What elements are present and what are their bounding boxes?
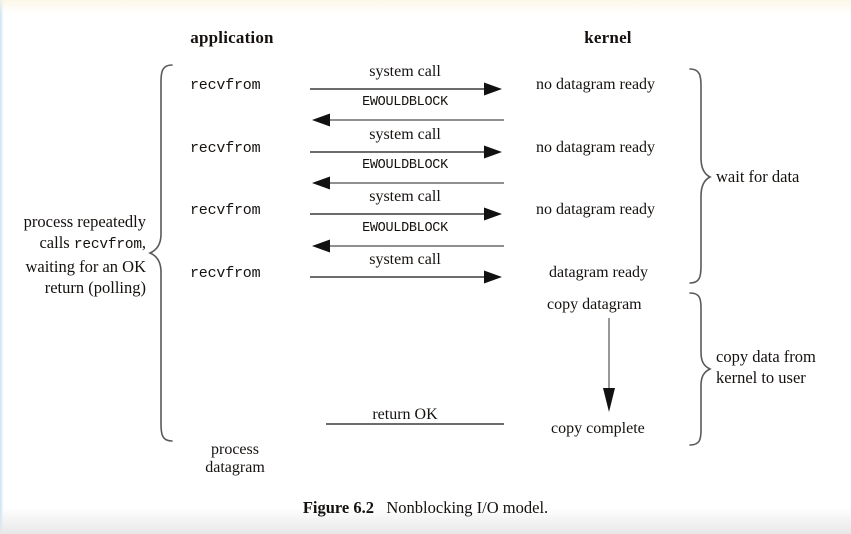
- right-note-wait-for-data: wait for data: [716, 166, 799, 187]
- right-note-copy-line-1: copy data from: [716, 347, 816, 366]
- kernel-state-5: copy datagram: [547, 296, 642, 313]
- left-note-line-4: return (polling): [44, 278, 146, 297]
- page-edge-tint-left: [0, 0, 4, 534]
- message-arrow-6-left: [312, 239, 504, 253]
- message-label-7: system call: [369, 251, 441, 268]
- right-note-copy-data: copy data from kernel to user: [716, 346, 816, 388]
- kernel-state-2: no datagram ready: [536, 139, 656, 156]
- left-note-line-2-pre: calls: [39, 233, 74, 252]
- page-edge-tint-top: [0, 0, 851, 14]
- kernel-state-1: no datagram ready: [536, 76, 656, 93]
- copy-data-brace: [689, 292, 712, 446]
- kernel-state-6: copy complete: [551, 420, 645, 437]
- message-label-1: system call: [369, 63, 441, 80]
- left-note-recvfrom: recvfrom: [73, 237, 142, 253]
- message-arrow-4-left: [312, 176, 504, 190]
- page-edge-tint-bottom: [0, 508, 851, 534]
- column-heading-application: application: [190, 28, 274, 47]
- message-label-6: EWOULDBLOCK: [362, 221, 448, 236]
- left-note-line-3: waiting for an OK: [25, 257, 146, 276]
- kernel-state-4: datagram ready: [549, 264, 649, 281]
- application-call-3: recvfrom: [190, 202, 261, 219]
- kernel-state-3: no datagram ready: [536, 201, 656, 218]
- figure-caption: Figure 6.2 Nonblocking I/O model.: [0, 498, 851, 518]
- kernel-copy-arrow-down: [603, 318, 615, 412]
- application-call-1: recvfrom: [190, 77, 261, 94]
- message-arrow-8-left: [326, 423, 504, 425]
- message-arrow-3-right: [310, 145, 502, 159]
- application-call-4: recvfrom: [190, 265, 261, 282]
- message-arrow-5-right: [310, 207, 502, 221]
- message-arrow-1-right: [310, 82, 502, 96]
- message-arrow-7-right: [310, 270, 502, 284]
- application-call-2: recvfrom: [190, 140, 261, 157]
- application-brace: [148, 64, 173, 442]
- message-label-2: EWOULDBLOCK: [362, 95, 448, 110]
- left-note-line-1: process repeatedly: [23, 212, 146, 231]
- right-note-copy-line-2: kernel to user: [716, 368, 806, 387]
- process-datagram-line-1: process: [211, 441, 259, 458]
- process-datagram-line-2: datagram: [205, 459, 265, 476]
- column-heading-kernel: kernel: [584, 28, 632, 47]
- left-note-line-2-post: ,: [141, 233, 146, 252]
- figure-caption-text: Nonblocking I/O model.: [386, 498, 549, 517]
- message-label-5: system call: [369, 188, 441, 205]
- message-label-3: system call: [369, 126, 441, 143]
- right-note-wait-line-1: wait for data: [716, 167, 800, 186]
- message-label-4: EWOULDBLOCK: [362, 158, 448, 173]
- message-arrow-2-left: [312, 113, 504, 127]
- left-note-line-2: calls recvfrom,: [0, 232, 146, 256]
- figure-caption-label: Figure 6.2: [302, 498, 375, 517]
- left-note-polling: process repeatedly calls recvfrom, waiti…: [0, 211, 146, 298]
- wait-for-data-brace: [689, 68, 712, 284]
- application-process-datagram: process datagram: [160, 441, 310, 477]
- message-label-8: return OK: [372, 406, 438, 423]
